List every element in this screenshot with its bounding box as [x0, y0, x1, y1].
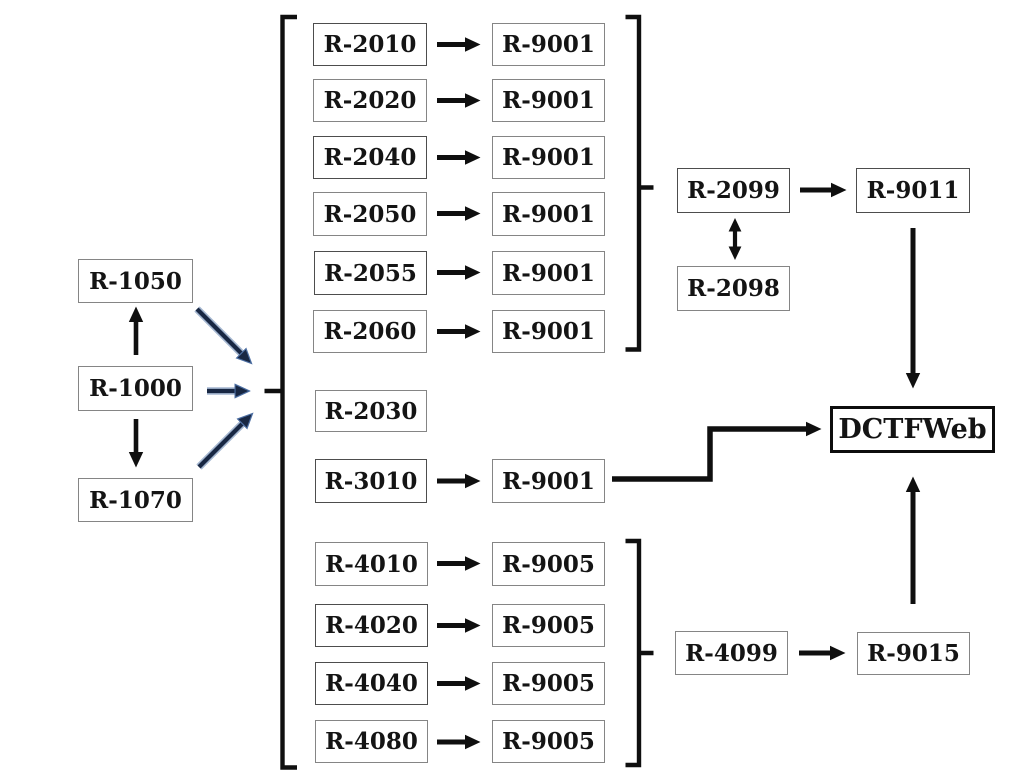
node-r-9001-row-5: R-9001	[492, 310, 605, 353]
node-r-9005-row-3: R-9005	[492, 720, 605, 763]
node-r-9005-row-1: R-9005	[492, 604, 605, 647]
node-r-9001-row-2: R-9001	[492, 136, 605, 179]
node-r-4020: R-4020	[315, 604, 428, 647]
node-r-9001-row-1: R-9001	[492, 79, 605, 122]
node-r-9001-row-0: R-9001	[492, 23, 605, 66]
bracket-group-2000	[625, 14, 654, 352]
node-r-2020: R-2020	[313, 79, 427, 122]
node-r-2040: R-2040	[313, 136, 427, 179]
node-r-2055: R-2055	[314, 251, 427, 295]
node-r-4099: R-4099	[675, 631, 788, 675]
node-r-9015: R-9015	[857, 632, 970, 675]
node-r-9005-row-0: R-9005	[492, 542, 605, 586]
node-r-2050: R-2050	[313, 192, 427, 236]
node-r-9001-row-4: R-9001	[492, 251, 605, 295]
arrow-r1050-to-bracket	[195, 307, 242, 354]
node-r-4080: R-4080	[315, 720, 428, 763]
bracket-group-4000	[625, 538, 654, 768]
node-r-2099: R-2099	[677, 168, 790, 213]
node-r-9011: R-9011	[856, 168, 970, 213]
node-r-4040: R-4040	[315, 662, 428, 705]
node-r-9001-row-3: R-9001	[492, 192, 605, 236]
arrow-r9001-dctfweb-elbow	[612, 421, 822, 482]
arrow-r1070-to-bracket	[197, 423, 243, 469]
node-r-1050: R-1050	[78, 259, 193, 303]
node-r-2098: R-2098	[677, 266, 790, 311]
node-r-1000: R-1000	[78, 366, 193, 411]
node-r-4010: R-4010	[315, 542, 428, 586]
node-r-2030: R-2030	[315, 390, 427, 432]
node-r-3010: R-3010	[315, 459, 427, 503]
node-r-1070: R-1070	[78, 478, 193, 522]
node-r-9001-row-3010: R-9001	[492, 459, 605, 503]
node-r-2010: R-2010	[313, 23, 427, 66]
node-dctfweb: DCTFWeb	[830, 406, 995, 453]
node-r-9005-row-2: R-9005	[492, 662, 605, 705]
node-r-2060: R-2060	[313, 310, 427, 353]
bracket-events-left	[264, 14, 297, 770]
